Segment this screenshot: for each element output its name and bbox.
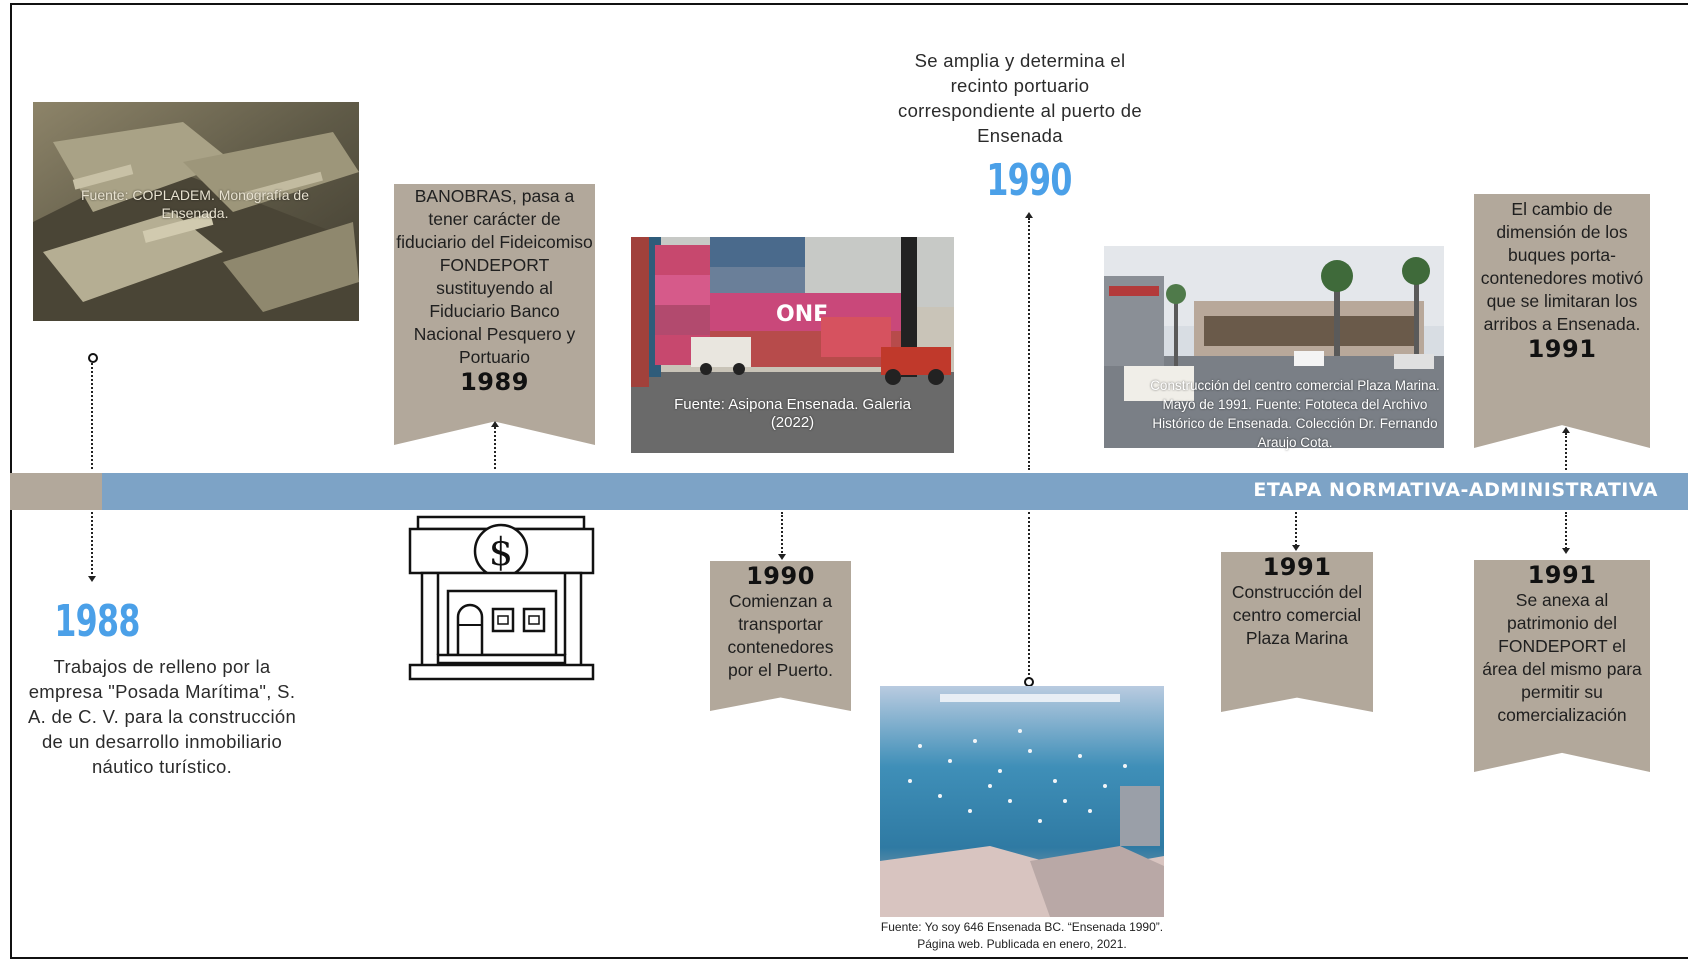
arrow-1989 bbox=[491, 421, 499, 427]
connector-1988-top bbox=[91, 363, 93, 469]
text-1989: BANOBRAS, pasa a tener carácter de fiduc… bbox=[396, 186, 593, 367]
connector-1991-anexa bbox=[1565, 512, 1567, 549]
photo-1991-plaza-caption: Construcción del centro comercial Plaza … bbox=[1150, 378, 1440, 450]
year-1988: 1988 bbox=[54, 596, 140, 647]
photo-1988-port bbox=[33, 102, 359, 321]
timeline-bar-start bbox=[10, 473, 102, 510]
banner-1991-buques: El cambio de dimensión de los buques por… bbox=[1474, 194, 1650, 448]
container-logo: ONE bbox=[776, 302, 828, 327]
photo-1990-bay bbox=[880, 686, 1164, 917]
svg-text:$: $ bbox=[489, 530, 513, 574]
timeline-marker-1988 bbox=[88, 353, 98, 363]
connector-1990-containers bbox=[781, 512, 783, 556]
text-1990-containers: Comienzan a transportar contenedores por… bbox=[727, 591, 834, 680]
year-1991-plaza: 1991 bbox=[1262, 553, 1332, 581]
connector-1991-plaza bbox=[1295, 512, 1297, 546]
photo-1991-plaza bbox=[1104, 246, 1444, 448]
connector-1990-recinto-top bbox=[1028, 218, 1030, 470]
year-1990-recinto: 1990 bbox=[986, 155, 1072, 206]
arrow-1991-buques bbox=[1562, 427, 1570, 433]
banner-1991-anexa: 1991 Se anexa al patrimonio del FONDEPOR… bbox=[1474, 560, 1650, 772]
text-1990-recinto: Se amplia y determina el recinto portuar… bbox=[898, 50, 1142, 146]
year-1991-anexa: 1991 bbox=[1527, 561, 1597, 589]
arrow-1991-plaza bbox=[1292, 545, 1300, 551]
year-1990-containers: 1990 bbox=[746, 562, 815, 590]
year-1991-buques: 1991 bbox=[1527, 335, 1597, 363]
text-1991-plaza: Construcción del centro comercial Plaza … bbox=[1231, 582, 1363, 648]
year-1989: 1989 bbox=[460, 368, 529, 396]
photo-1988-caption: Fuente: COPLADEM. Monografía de Ensenada… bbox=[81, 187, 309, 221]
arrow-1988 bbox=[88, 576, 96, 582]
photo-1990-containers: ONE bbox=[631, 237, 954, 453]
arrow-1991-anexa bbox=[1562, 548, 1570, 554]
text-1991-anexa: Se anexa al patrimonio del FONDEPORT el … bbox=[1482, 590, 1642, 725]
timeline-bar: ETAPA NORMATIVA-ADMINISTRATIVA bbox=[10, 473, 1688, 510]
text-1991-buques: El cambio de dimensión de los buques por… bbox=[1480, 199, 1644, 334]
connector-1988-bottom bbox=[91, 512, 93, 578]
connector-1989 bbox=[494, 427, 496, 469]
arrow-1990-recinto bbox=[1025, 212, 1033, 218]
banner-1991-plaza: 1991 Construcción del centro comercial P… bbox=[1221, 552, 1373, 712]
arrow-1990-containers bbox=[778, 554, 786, 560]
connector-1991-buques bbox=[1565, 433, 1567, 470]
banner-1989: BANOBRAS, pasa a tener carácter de fiduc… bbox=[394, 184, 595, 445]
text-1988: Trabajos de relleno por la empresa "Posa… bbox=[27, 656, 297, 777]
photo-1990-containers-caption: Fuente: Asipona Ensenada. Galeria (2022) bbox=[674, 396, 911, 431]
bank-icon: $ bbox=[408, 515, 596, 683]
connector-1990-recinto-bottom bbox=[1028, 512, 1030, 679]
photo-1990-bay-caption: Fuente: Yo soy 646 Ensenada BC. “Ensenad… bbox=[880, 920, 1164, 951]
stage-label: ETAPA NORMATIVA-ADMINISTRATIVA bbox=[1253, 479, 1658, 501]
banner-1990-containers: 1990 Comienzan a transportar contenedore… bbox=[710, 561, 851, 711]
